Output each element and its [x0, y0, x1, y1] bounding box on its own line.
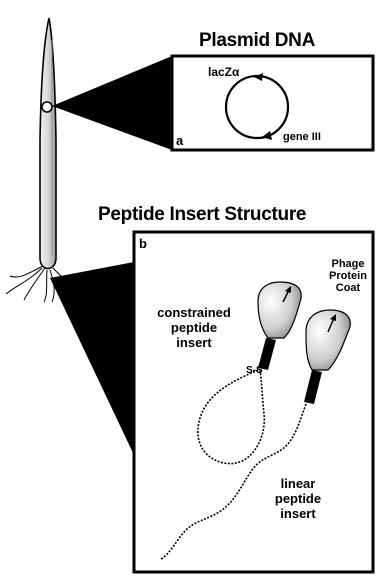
coat-label-line-2: Protein: [318, 270, 378, 282]
zoom-wedge-a: [52, 56, 172, 150]
plasmid-marker: [42, 102, 52, 112]
linear-label-line-3: insert: [258, 506, 338, 521]
gene3-label: gene III: [283, 131, 321, 143]
constrained-label-line-2: peptide: [138, 320, 250, 335]
constrained-label-line-3: insert: [138, 335, 250, 350]
panel-a-title: Plasmid DNA: [199, 30, 315, 52]
constrained-label: constrained peptide insert: [138, 305, 250, 350]
lacz-label: lacZα: [208, 66, 239, 78]
panel-a-letter: a: [176, 133, 183, 148]
panel-b-title: Peptide Insert Structure: [98, 204, 306, 226]
coat-label-line-3: Coat: [318, 282, 378, 294]
phage-particle: [6, 18, 78, 302]
panel-a-box: [172, 56, 373, 150]
linear-label: linear peptide insert: [258, 476, 338, 521]
coat-label: Phage Protein Coat: [318, 258, 378, 294]
linear-label-line-1: linear: [258, 476, 338, 491]
coat-label-line-1: Phage: [318, 258, 378, 270]
linear-label-line-2: peptide: [258, 491, 338, 506]
zoom-wedge-b: [50, 262, 134, 455]
constrained-label-line-1: constrained: [138, 305, 250, 320]
panel-b-letter: b: [139, 236, 147, 251]
ss-label: S-S: [246, 365, 263, 377]
